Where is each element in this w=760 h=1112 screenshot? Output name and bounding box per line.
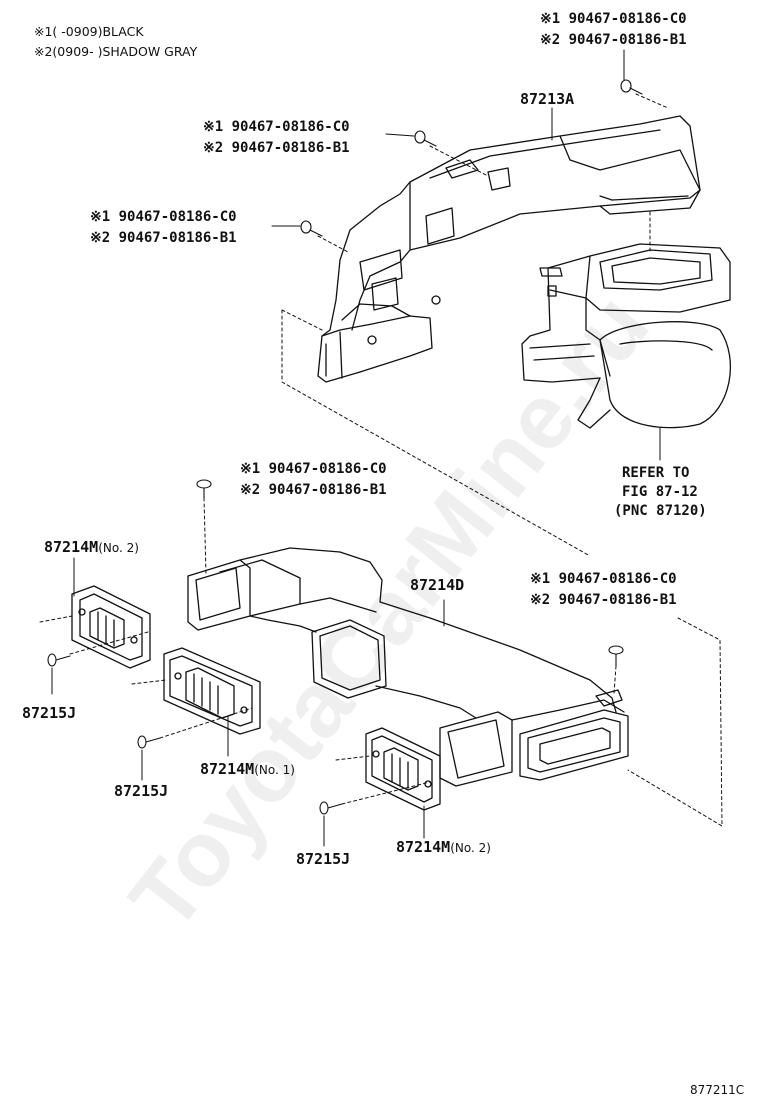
duct-87213a-drawing: [317, 115, 701, 383]
part-87215j-right-label[interactable]: 87215J: [296, 850, 351, 868]
leader-lines: [51, 49, 661, 847]
screw-callout-3-c1: ※1 90467-08186-C0: [90, 209, 237, 225]
screw-callout-1-c2: ※2 90467-08186-B1: [540, 32, 687, 48]
screw-callout-3-c2: ※2 90467-08186-B1: [90, 230, 237, 246]
part-87213a-label[interactable]: 87213A: [520, 90, 575, 108]
color-note-1: ※1( -0909)BLACK: [34, 24, 144, 39]
part-87214m-left-sub: (No. 2): [98, 541, 139, 555]
part-87214m-center-sub: (No. 1): [254, 763, 295, 777]
screw-callout-2-c2: ※2 90467-08186-B1: [203, 140, 350, 156]
part-87215j-left-label[interactable]: 87215J: [22, 704, 77, 722]
screw-icons: [47, 79, 643, 815]
screw-callout-1-c1: ※1 90467-08186-C0: [540, 11, 687, 27]
figure-id: 877211C: [690, 1083, 745, 1097]
register-left-drawing: [71, 585, 151, 669]
part-87215j-center-label[interactable]: 87215J: [114, 782, 169, 800]
screw-callout-4-c1: ※1 90467-08186-C0: [240, 461, 387, 477]
color-note-2: ※2(0909- )SHADOW GRAY: [34, 44, 198, 59]
screw-callout-4-c2: ※2 90467-08186-B1: [240, 482, 387, 498]
screw-callout-2-c1: ※1 90467-08186-C0: [203, 119, 350, 135]
register-right-drawing: [365, 727, 441, 811]
screw-callout-5-c1: ※1 90467-08186-C0: [530, 571, 677, 587]
assembly-dashed-lines: [39, 93, 723, 827]
refer-line-2[interactable]: FIG 87-12: [622, 484, 698, 500]
part-87214m-left-label[interactable]: 87214M(No. 2): [44, 540, 139, 555]
part-87214m-right-code: 87214M: [396, 838, 451, 856]
duct-87214d-drawing: [187, 547, 629, 787]
refer-line-1: REFER TO: [622, 465, 690, 481]
part-87214m-right-sub: (No. 2): [450, 841, 491, 855]
blower-unit-drawing: [521, 243, 732, 429]
part-87214m-center-code: 87214M: [200, 760, 255, 778]
part-87214m-right-label[interactable]: 87214M(No. 2): [396, 840, 491, 855]
screw-callout-5-c2: ※2 90467-08186-B1: [530, 592, 677, 608]
part-87214m-center-label[interactable]: 87214M(No. 1): [200, 762, 295, 777]
part-87214d-label[interactable]: 87214D: [410, 576, 465, 594]
refer-line-3: (PNC 87120): [614, 503, 707, 519]
part-87214m-left-code: 87214M: [44, 538, 99, 556]
